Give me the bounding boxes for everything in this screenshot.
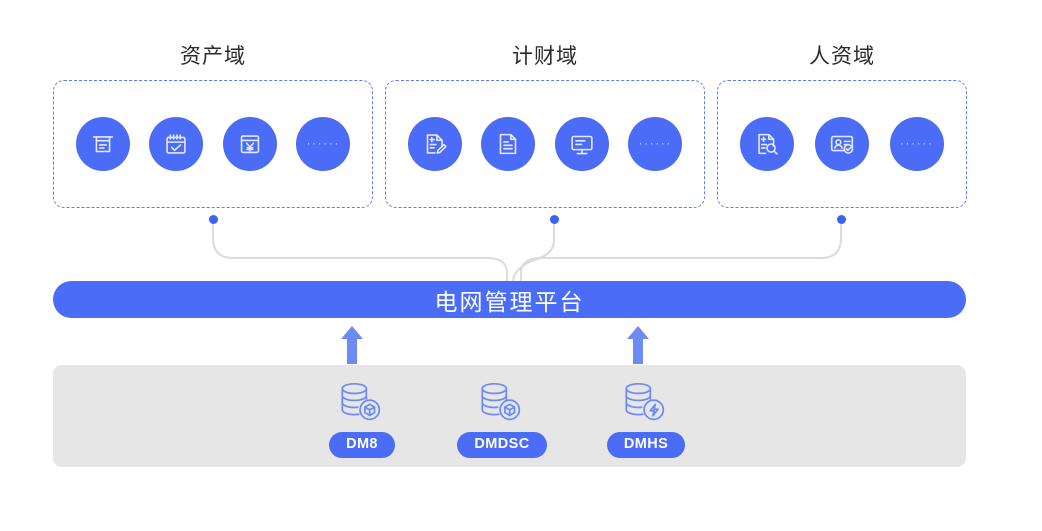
ellipsis-icon[interactable]: ······ — [628, 117, 683, 171]
ellipsis-label: ······ — [306, 136, 341, 150]
database-lightning-icon — [619, 378, 673, 430]
domain-icons-hr: ······ — [718, 117, 966, 171]
database-label-dmdsc: DMDSC — [457, 432, 547, 458]
domain-title-asset: 资产域 — [180, 44, 246, 68]
receipt-printer-icon[interactable] — [75, 117, 130, 171]
database-cube-icon — [335, 378, 389, 430]
platform-label: 电网管理平台 — [434, 289, 585, 315]
calendar-check-icon[interactable] — [149, 117, 204, 171]
database-item-dmhs[interactable]: DMHS — [586, 378, 706, 458]
database-item-dmdsc[interactable]: DMDSC — [442, 378, 562, 458]
document-add-edit-icon[interactable] — [407, 117, 462, 171]
connector-dot-finance — [550, 215, 559, 224]
domain-box-finance[interactable]: ······ — [385, 80, 705, 208]
connector-dot-asset — [209, 215, 218, 224]
ellipsis-label: ······ — [899, 136, 934, 150]
yen-billing-icon[interactable] — [222, 117, 277, 171]
document-search-icon[interactable] — [740, 117, 795, 171]
ellipsis-icon[interactable]: ······ — [296, 117, 351, 171]
document-list-icon[interactable] — [481, 117, 536, 171]
domain-title-finance: 计财域 — [512, 44, 578, 68]
up-arrow-right — [625, 325, 651, 370]
monitor-report-icon[interactable] — [554, 117, 609, 171]
domain-box-asset[interactable]: ······ — [53, 80, 373, 208]
domain-icons-finance: ······ — [386, 117, 704, 171]
ellipsis-icon[interactable]: ······ — [889, 117, 944, 171]
id-card-verified-icon[interactable] — [814, 117, 869, 171]
domain-box-hr[interactable]: ······ — [717, 80, 967, 208]
connector-dot-hr — [837, 215, 846, 224]
database-label-dm8: DM8 — [329, 432, 395, 458]
ellipsis-label: ······ — [638, 136, 673, 150]
database-item-dm8[interactable]: DM8 — [302, 378, 422, 458]
domain-title-hr: 人资域 — [809, 44, 875, 68]
platform-bar[interactable]: 电网管理平台 — [53, 281, 966, 318]
database-label-dmhs: DMHS — [606, 432, 686, 458]
up-arrow-left — [339, 325, 365, 370]
domain-icons-asset: ······ — [54, 117, 372, 171]
database-cube-icon — [475, 378, 529, 430]
